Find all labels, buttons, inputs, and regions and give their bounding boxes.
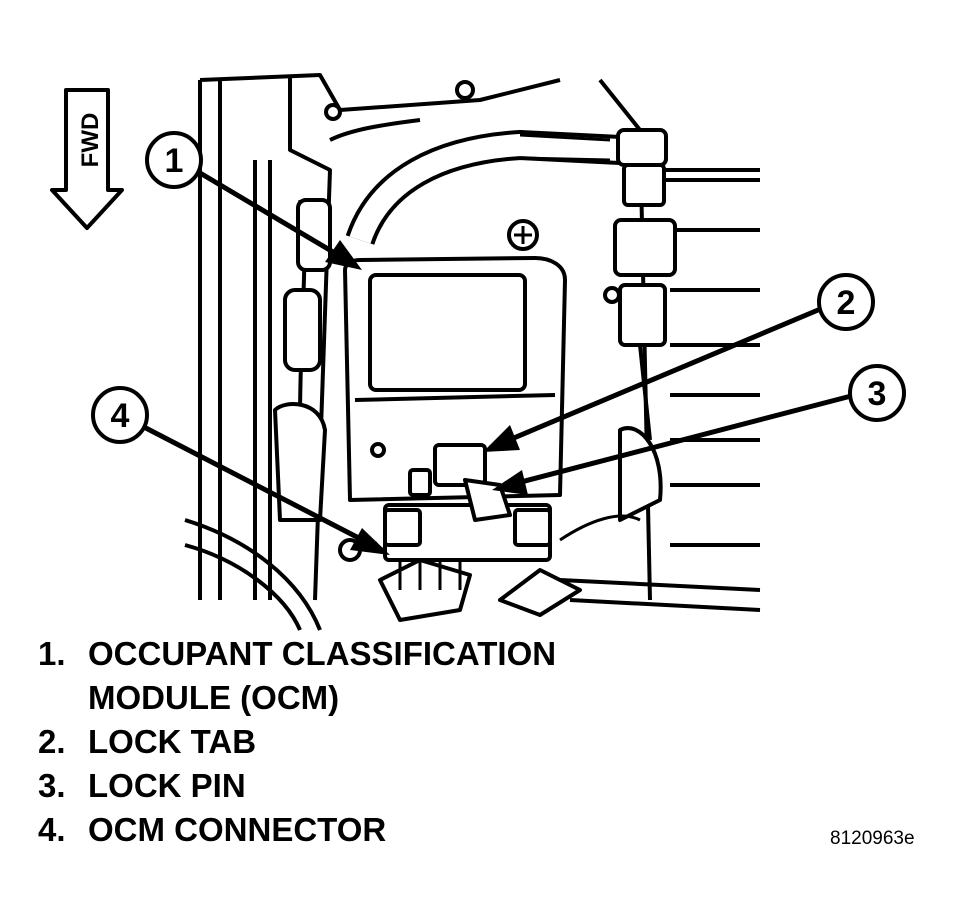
legend-number: 4. (38, 811, 66, 848)
fwd-label: FWD (77, 113, 104, 168)
leader-line-2 (489, 302, 831, 451)
svg-text:1: 1 (165, 142, 184, 180)
connector-tab-left (408, 468, 432, 497)
leader-line-1 (193, 167, 357, 268)
legend: 1. OCCUPANT CLASSIFICATION MODULE (OCM) … (38, 632, 556, 852)
lock-tab (433, 443, 487, 487)
legend-text: OCCUPANT CLASSIFICATION MODULE (OCM) (88, 635, 557, 716)
legend-text: LOCK PIN (88, 767, 246, 804)
legend-number: 2. (38, 723, 66, 760)
svg-text:3: 3 (868, 375, 887, 413)
wire-harness (273, 128, 677, 622)
legend-item-1: 1. OCCUPANT CLASSIFICATION MODULE (OCM) (38, 632, 556, 720)
legend-item-3: 3. LOCK PIN (38, 764, 556, 808)
callout-3: 3 (848, 364, 906, 422)
figure-id: 8120963e (830, 828, 915, 849)
legend-text: LOCK TAB (88, 723, 257, 760)
leader-line-4 (138, 422, 384, 553)
callout-4: 4 (91, 386, 149, 444)
leader-line-3 (497, 392, 856, 491)
callout-1: 1 (145, 131, 203, 189)
legend-number: 1. (38, 635, 66, 672)
legend-text: OCM CONNECTOR (88, 811, 387, 848)
svg-text:2: 2 (837, 284, 856, 322)
arrowheads (325, 240, 528, 555)
ocm-illustration: 1 2 3 4 FWD (50, 73, 906, 631)
legend-item-2: 2. LOCK TAB (38, 720, 556, 764)
legend-item-4: 4. OCM CONNECTOR (38, 808, 556, 852)
leader-lines (138, 167, 856, 553)
forward-arrow-icon: FWD (50, 88, 124, 230)
seat-frame (184, 73, 761, 631)
svg-text:4: 4 (111, 397, 130, 435)
callout-2: 2 (817, 273, 875, 331)
legend-number: 3. (38, 767, 66, 804)
